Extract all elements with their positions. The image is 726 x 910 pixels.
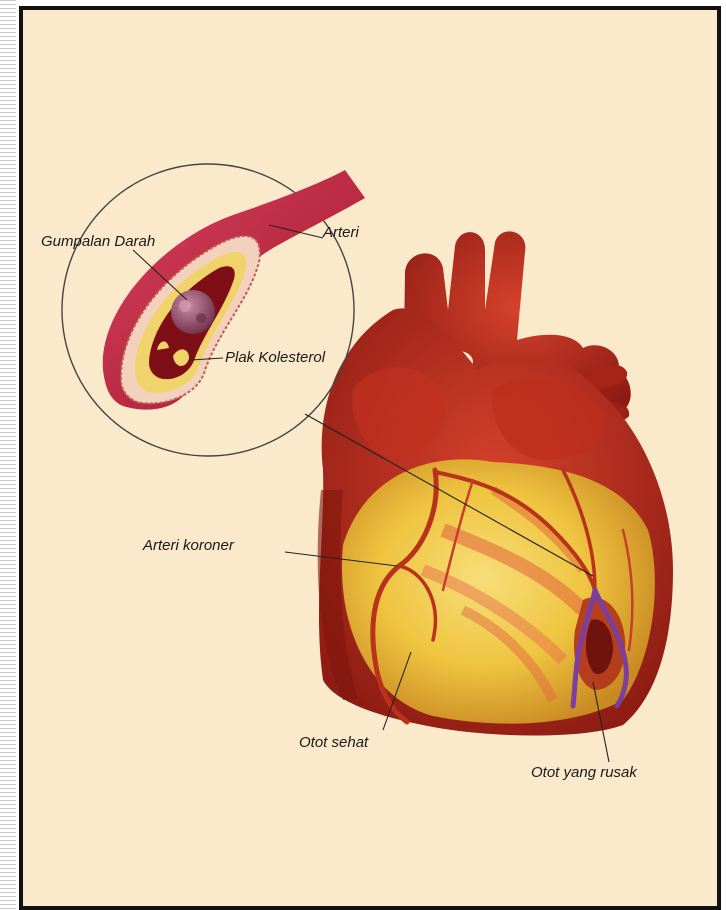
label-damaged-muscle: Otot yang rusak — [531, 764, 637, 781]
label-blood-clot: Gumpalan Darah — [41, 233, 155, 250]
label-cholesterol-plaque: Plak Kolesterol — [225, 349, 325, 366]
blood-clot — [171, 290, 215, 334]
dashed-margin — [0, 0, 16, 910]
illustration-frame: Gumpalan Darah Arteri Plak Kolesterol Ar… — [19, 6, 721, 910]
label-artery: Arteri — [323, 224, 359, 241]
heart-illustration — [318, 231, 673, 735]
artery-magnifier — [62, 164, 365, 456]
label-coronary-artery: Arteri koroner — [143, 537, 234, 554]
label-healthy-muscle: Otot sehat — [299, 734, 368, 751]
